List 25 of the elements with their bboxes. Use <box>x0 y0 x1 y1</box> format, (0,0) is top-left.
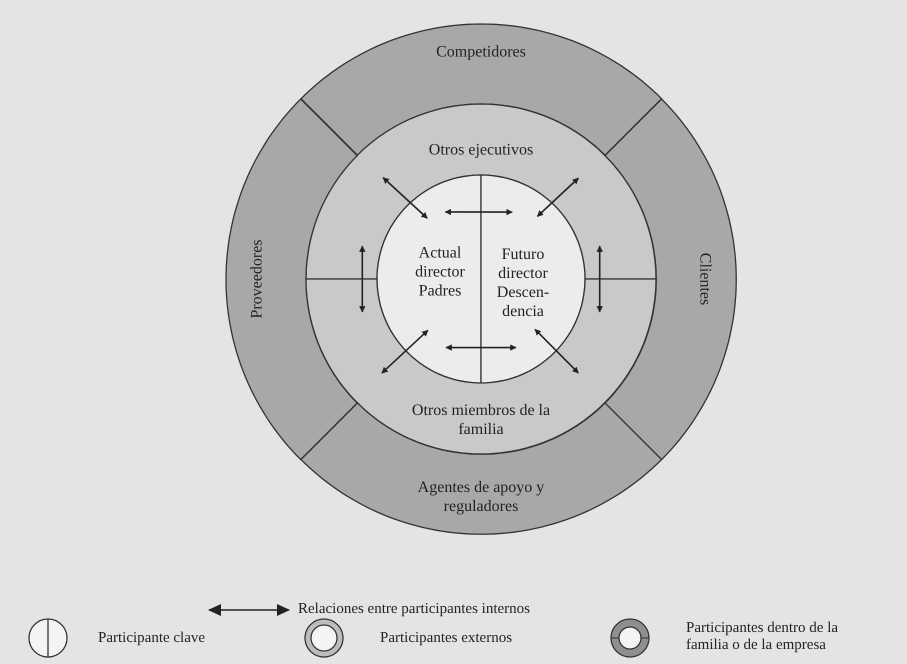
ring-segment <box>226 98 358 460</box>
double-arrow <box>445 344 517 351</box>
segment-label: Competidores <box>435 42 527 62</box>
double-arrow <box>536 178 579 217</box>
double-arrow <box>534 328 579 374</box>
ring-segment <box>306 279 656 454</box>
double-arrow <box>596 245 603 313</box>
ring-segment <box>300 402 662 534</box>
double-arrow <box>382 177 428 219</box>
double-arrow <box>359 245 366 313</box>
double-arrow <box>381 330 428 374</box>
double-arrow <box>444 208 513 216</box>
legend-label: Participantes dentro de la familia o de la empresa <box>686 620 840 654</box>
legend-label: Relaciones entre participantes internos <box>298 601 530 618</box>
ring-segment <box>604 98 736 460</box>
segment-label: Agentes de apoyo y reguladores <box>416 478 546 516</box>
legend-label: Participantes externos <box>380 630 512 647</box>
segment-label: Clientes <box>695 252 714 308</box>
ring-segment <box>306 104 656 279</box>
segment-label: Futuro director Descen-dencia <box>496 245 550 321</box>
segment-label: Proveedores <box>248 238 266 321</box>
legend-label: Participante clave <box>98 630 206 647</box>
segment-label: Otros ejecutivos <box>428 140 534 160</box>
segment-label: Actual director Padres <box>414 244 466 300</box>
segment-label: Otros miembros de la familia <box>410 401 552 439</box>
